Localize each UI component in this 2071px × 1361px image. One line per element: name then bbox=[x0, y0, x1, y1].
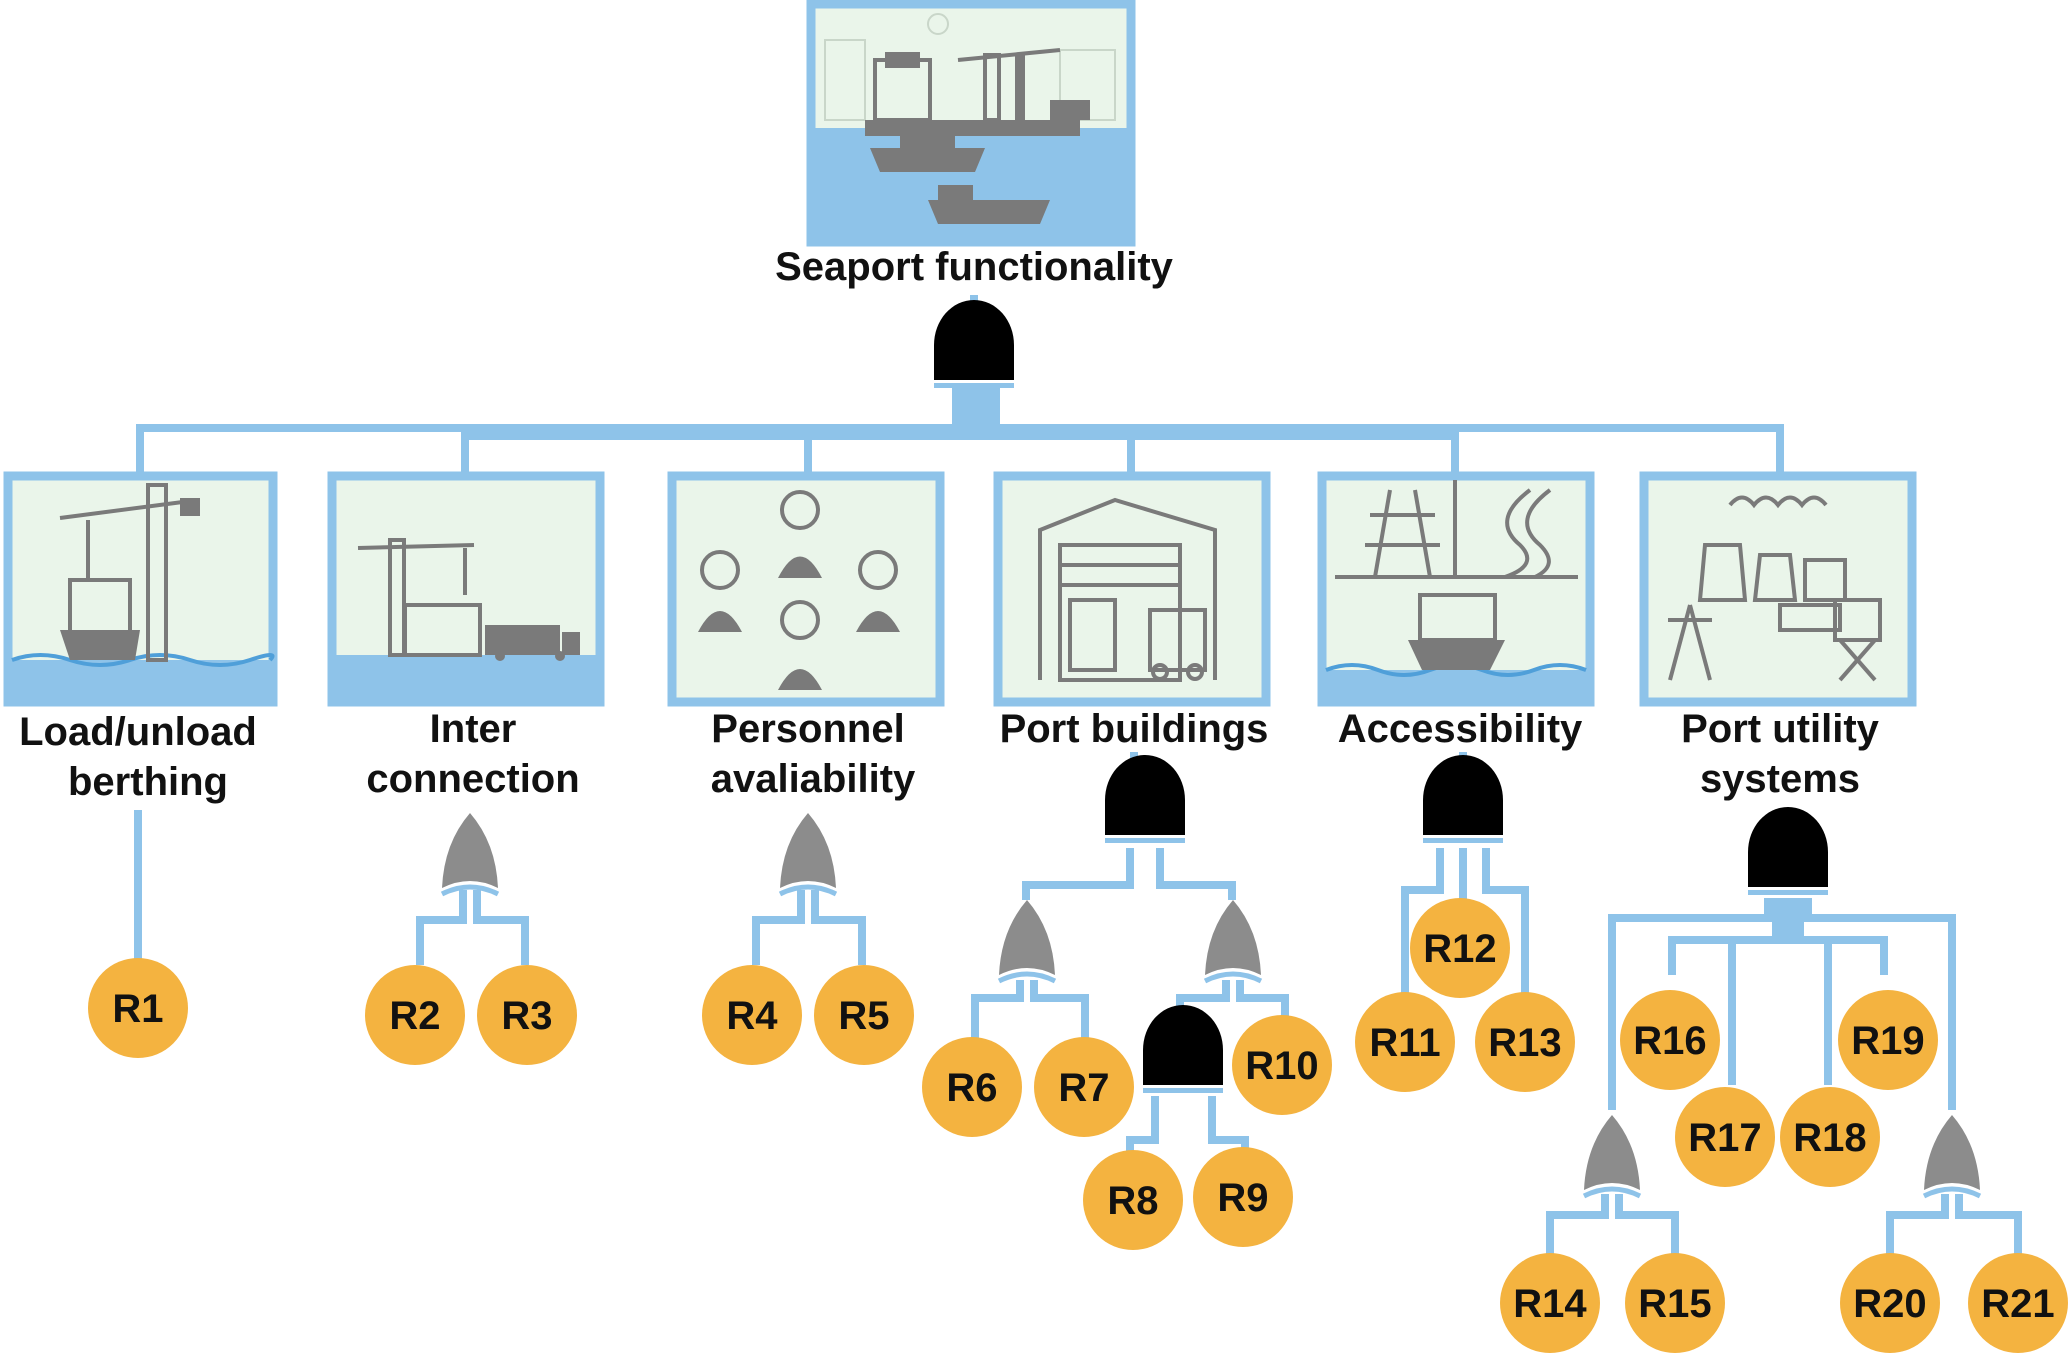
svg-text:R1: R1 bbox=[112, 987, 163, 1031]
top-event: Seaport functionality bbox=[775, 0, 1174, 388]
category-personnel-line1: Personnel bbox=[711, 707, 904, 751]
svg-text:R15: R15 bbox=[1638, 1282, 1711, 1326]
and-gate-top bbox=[934, 300, 1014, 388]
warehouse-icon bbox=[1038, 497, 1217, 682]
crane-ship-icon bbox=[59, 483, 200, 662]
svg-text:R4: R4 bbox=[726, 994, 778, 1038]
svg-text:R18: R18 bbox=[1793, 1116, 1866, 1160]
or-gate-utility-right bbox=[1924, 1115, 1980, 1196]
event-r19: R19 bbox=[1838, 990, 1938, 1090]
event-r2: R2 bbox=[365, 965, 465, 1065]
svg-text:R16: R16 bbox=[1633, 1019, 1706, 1063]
workers-icon bbox=[698, 490, 900, 690]
and-gate-access bbox=[1423, 755, 1503, 843]
basic-events: R1 R2 R3 R4 R5 R6 R7 R8 R9 R10 R11 R12 R… bbox=[88, 898, 2068, 1353]
category-load bbox=[3, 471, 278, 707]
category-load-line1: Load/unload bbox=[19, 710, 257, 754]
and-gate-r8-r9 bbox=[1143, 1005, 1223, 1093]
event-r4: R4 bbox=[702, 965, 802, 1065]
event-r18: R18 bbox=[1780, 1087, 1880, 1187]
event-r6: R6 bbox=[922, 1037, 1022, 1137]
or-gate-personnel bbox=[780, 813, 836, 894]
svg-text:R7: R7 bbox=[1058, 1066, 1109, 1110]
event-r14: R14 bbox=[1500, 1253, 1600, 1353]
event-r15: R15 bbox=[1625, 1253, 1725, 1353]
or-gate-buildings-left bbox=[999, 900, 1055, 981]
svg-text:R13: R13 bbox=[1488, 1021, 1561, 1065]
event-r20: R20 bbox=[1840, 1253, 1940, 1353]
category-load-line2: berthing bbox=[68, 760, 228, 804]
and-gate-utility bbox=[1748, 807, 1828, 895]
power-plant-icon bbox=[1668, 495, 1882, 682]
category-inter bbox=[327, 471, 605, 707]
crane-truck-icon bbox=[357, 538, 580, 661]
top-event-label: Seaport functionality bbox=[775, 245, 1174, 289]
category-utility-line2: systems bbox=[1700, 757, 1860, 801]
category-buildings-line1: Port buildings bbox=[1000, 707, 1269, 751]
category-inter-line1: Inter bbox=[430, 707, 517, 751]
svg-text:R2: R2 bbox=[389, 994, 440, 1038]
category-inter-line2: connection bbox=[366, 757, 579, 801]
event-r5: R5 bbox=[814, 965, 914, 1065]
event-r3: R3 bbox=[477, 965, 577, 1065]
event-r10: R10 bbox=[1232, 1015, 1332, 1115]
category-buildings bbox=[993, 471, 1271, 707]
svg-text:R21: R21 bbox=[1981, 1282, 2054, 1326]
category-personnel bbox=[667, 471, 945, 707]
event-r1: R1 bbox=[88, 958, 188, 1058]
svg-text:R3: R3 bbox=[501, 994, 552, 1038]
category-access bbox=[1317, 471, 1595, 707]
svg-text:R14: R14 bbox=[1513, 1282, 1587, 1326]
svg-text:R12: R12 bbox=[1423, 927, 1496, 971]
event-r8: R8 bbox=[1083, 1150, 1183, 1250]
event-r17: R17 bbox=[1675, 1087, 1775, 1187]
svg-text:R9: R9 bbox=[1217, 1176, 1268, 1220]
category-personnel-line2: avaliability bbox=[711, 757, 916, 801]
and-gate-buildings bbox=[1105, 755, 1185, 843]
svg-text:R5: R5 bbox=[838, 994, 889, 1038]
category-utility-line1: Port utility bbox=[1681, 707, 1880, 751]
svg-text:R10: R10 bbox=[1245, 1044, 1318, 1088]
seaport-icon bbox=[824, 13, 1116, 224]
or-gate-inter bbox=[442, 813, 498, 894]
svg-text:R11: R11 bbox=[1369, 1021, 1440, 1065]
event-r9: R9 bbox=[1193, 1147, 1293, 1247]
svg-text:R6: R6 bbox=[946, 1066, 997, 1110]
svg-text:R8: R8 bbox=[1107, 1179, 1158, 1223]
event-r7: R7 bbox=[1034, 1037, 1134, 1137]
event-r21: R21 bbox=[1968, 1253, 2068, 1353]
or-gate-buildings-right bbox=[1205, 900, 1261, 981]
or-gate-utility-left bbox=[1584, 1115, 1640, 1196]
event-r12: R12 bbox=[1410, 898, 1510, 998]
category-utility bbox=[1639, 471, 1917, 707]
svg-text:R19: R19 bbox=[1851, 1019, 1924, 1063]
rail-road-ship-icon bbox=[1335, 480, 1578, 670]
event-r13: R13 bbox=[1475, 992, 1575, 1092]
event-r11: R11 bbox=[1355, 992, 1455, 1092]
svg-text:R20: R20 bbox=[1853, 1282, 1926, 1326]
svg-text:R17: R17 bbox=[1688, 1116, 1761, 1160]
event-r16: R16 bbox=[1620, 990, 1720, 1090]
category-access-line1: Accessibility bbox=[1338, 707, 1583, 751]
